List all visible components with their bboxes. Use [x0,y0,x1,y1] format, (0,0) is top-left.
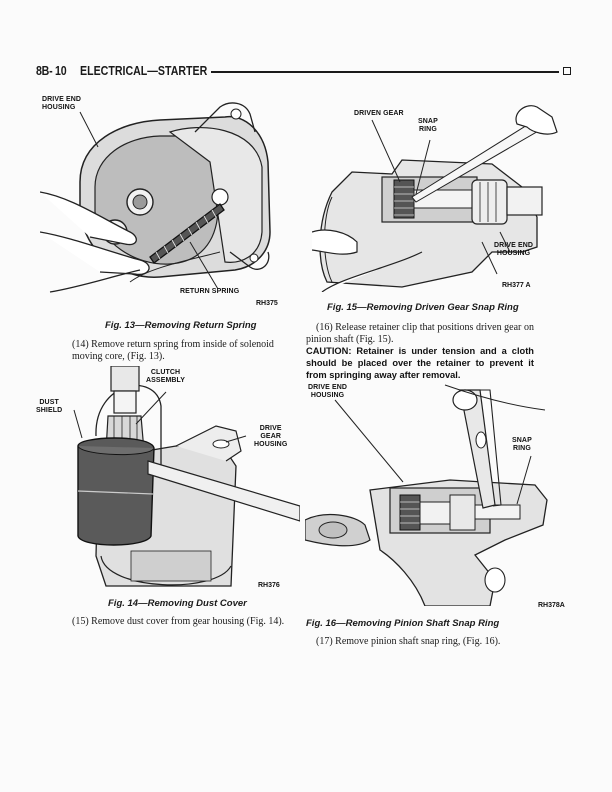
header-rule [211,71,559,73]
figure-14: CLUTCH ASSEMBLY DUST SHIELD DRIVE GEAR H… [36,366,300,598]
fig15-caption: Fig. 15—Removing Driven Gear Snap Ring [327,302,519,313]
figure-16-illustration [305,384,548,606]
fig13-caption: Fig. 13—Removing Return Spring [105,320,257,331]
caution-text: CAUTION: Retainer is under tension and a… [306,346,534,380]
label-clutch-assembly: CLUTCH ASSEMBLY [146,369,186,384]
fig14-caption: Fig. 14—Removing Dust Cover [108,598,247,609]
figure-15: DRIVEN GEAR SNAP RING DRIVE END HOUSING [312,102,568,292]
figure-13: DRIVE END HOUSING RETURN SPRING [40,92,290,314]
figure-14-illustration [73,366,300,587]
label-dust-shield: DUST SHIELD [36,399,63,414]
label-drive-end-housing: DRIVE END HOUSING [42,96,82,111]
header-end-box [563,67,571,75]
label-return-spring: RETURN SPRING [180,288,240,295]
step-15-text: (15) Remove dust cover from gear housing… [72,616,285,627]
figure-15-illustration [312,105,558,292]
label-snap-ring: SNAP RING [418,118,438,133]
step-14-text: (14) Remove return spring from inside of… [72,339,274,362]
label-driven-gear: DRIVEN GEAR [354,110,404,117]
label-drive-gear-housing: DRIVE GEAR HOUSING [254,425,288,448]
label-drive-end-housing-15: DRIVE END HOUSING [494,242,534,257]
fig14-ref-code: RH376 [258,582,280,589]
label-drive-end-housing-16: DRIVE END HOUSING [308,384,348,399]
step-17-text: (17) Remove pinion shaft snap ring, (Fig… [316,636,501,647]
page-header: 8B- 10 ELECTRICAL—STARTER [36,64,576,80]
step-16-text: (16) Release retainer clip that position… [306,322,534,345]
fig16-caption: Fig. 16—Removing Pinion Shaft Snap Ring [306,618,500,629]
fig16-ref-code: RH378A [538,602,565,609]
fig15-ref-code: RH377 A [502,282,531,289]
figure-13-illustration [40,102,271,293]
figure-16: DRIVE END HOUSING SNAP RING [305,380,569,606]
section-title: ELECTRICAL—STARTER [80,64,208,78]
fig13-ref-code: RH375 [256,300,278,307]
page-number: 8B- 10 [36,64,67,78]
label-snap-ring-16: SNAP RING [512,437,532,452]
